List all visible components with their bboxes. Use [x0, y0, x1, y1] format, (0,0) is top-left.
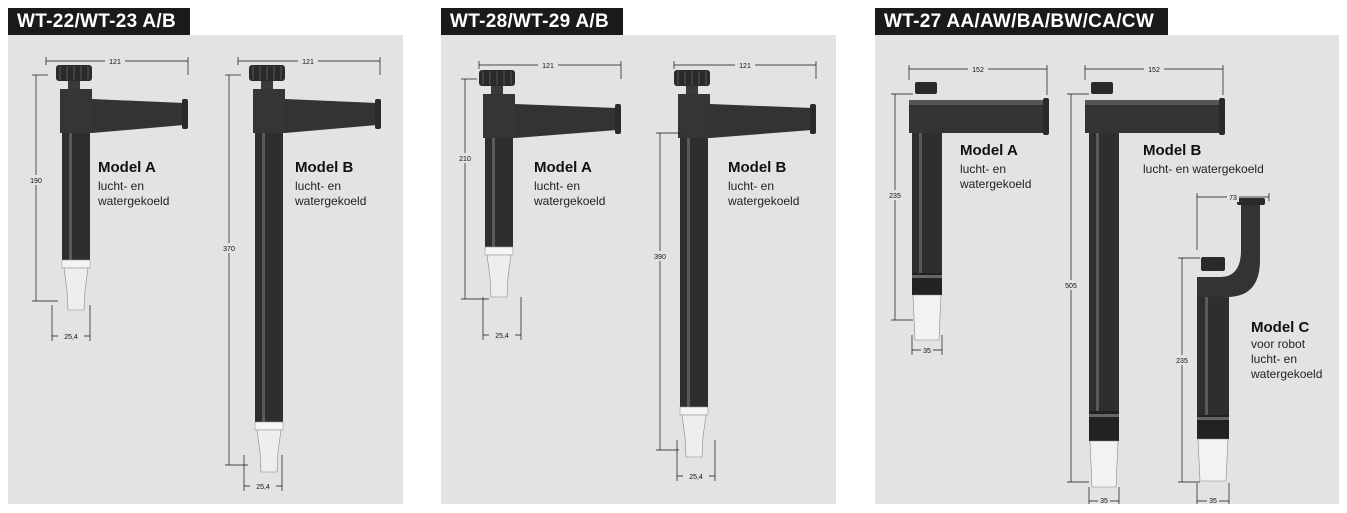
model-desc-line: watergekoeld [97, 194, 169, 208]
dimension-height-c: 235 [1175, 257, 1200, 483]
dimension-height-b: 505 [1064, 93, 1089, 483]
dimension-width-b: 121 [237, 56, 381, 75]
model-name: Model B [1143, 142, 1201, 159]
model-desc-line: lucht- en watergekoeld [1143, 162, 1264, 176]
model-c-label: Model C voor robot lucht- en watergekoel… [1250, 319, 1322, 381]
dim-label: 35 [923, 348, 931, 355]
model-desc-line: watergekoeld [727, 194, 799, 208]
model-desc-line: watergekoeld [294, 194, 366, 208]
dimension-height-b: 370 [222, 74, 248, 466]
dim-label: 35 [1100, 498, 1108, 505]
dimension-dia-a: 25,4 [51, 305, 91, 341]
panel-title: WT-28/WT-29 A/B [441, 8, 623, 35]
model-desc-line: watergekoeld [533, 194, 605, 208]
panel-title: WT-22/WT-23 A/B [8, 8, 190, 35]
dimension-width-a: 152 [908, 64, 1048, 95]
model-desc-line: voor robot [1251, 337, 1306, 351]
model-desc-line: lucht- en [98, 179, 144, 193]
model-desc-line: lucht- en [960, 162, 1006, 176]
model-name: Model C [1251, 319, 1309, 336]
dimension-height-a: 210 [458, 78, 489, 300]
model-name: Model A [960, 142, 1018, 159]
model-name: Model B [728, 159, 786, 176]
torch-diagram: 121 210 25,4 121 390 25,4 Model A [458, 60, 817, 481]
dim-label: 121 [109, 59, 121, 66]
dim-label: 25,4 [689, 474, 703, 481]
model-desc-line: watergekoeld [959, 177, 1031, 191]
dim-label: 390 [654, 254, 666, 261]
dim-label: 210 [459, 156, 471, 163]
dim-label: 152 [1148, 67, 1160, 74]
torch-model-a [56, 65, 188, 311]
dimension-height-a: 190 [29, 74, 58, 302]
dim-label: 25,4 [256, 484, 270, 491]
dim-label: 121 [739, 63, 751, 70]
dimension-dia-c: 35 [1196, 483, 1230, 505]
model-a-label: Model A lucht- en watergekoeld [959, 142, 1031, 191]
model-desc-line: watergekoeld [1250, 367, 1322, 381]
dim-label: 505 [1065, 283, 1077, 290]
dim-label: 25,4 [64, 334, 78, 341]
model-name: Model A [534, 159, 592, 176]
dim-label: 121 [542, 63, 554, 70]
dimension-width-b: 152 [1084, 64, 1224, 95]
torch-model-a [479, 70, 621, 298]
model-b-label: Model B lucht- en watergekoeld [727, 159, 799, 208]
dim-label: 121 [302, 59, 314, 66]
model-b-label: Model B lucht- en watergekoeld [294, 159, 366, 208]
dimension-dia-b: 25,4 [676, 440, 716, 481]
dim-label: 370 [223, 246, 235, 253]
torch-model-b [674, 70, 816, 458]
torch-model-c [1197, 198, 1265, 482]
model-name: Model B [295, 159, 353, 176]
dimension-height-a: 235 [888, 93, 913, 321]
dimension-width-c: 73 [1196, 192, 1270, 250]
model-desc-line: lucht- en [534, 179, 580, 193]
torch-diagram: 152 235 35 152 505 35 [888, 64, 1322, 505]
torch-diagram: 121 190 25,4 121 370 25,4 Model A [29, 56, 381, 491]
model-a-label: Model A lucht- en watergekoeld [533, 159, 605, 208]
model-b-label: Model B lucht- en watergekoeld [1143, 142, 1264, 176]
model-desc-line: lucht- en [728, 179, 774, 193]
torch-model-b [249, 65, 381, 473]
dim-label: 190 [30, 178, 42, 185]
dimension-dia-a: 35 [911, 335, 943, 355]
dim-label: 73 [1229, 195, 1237, 202]
model-desc-line: lucht- en [1251, 352, 1297, 366]
model-desc-line: lucht- en [295, 179, 341, 193]
torch-model-b [1085, 82, 1225, 488]
dim-label: 35 [1209, 498, 1217, 505]
torch-model-a [909, 82, 1049, 341]
dim-label: 235 [889, 193, 901, 200]
panel-title: WT-27 AA/AW/BA/BW/CA/CW [875, 8, 1169, 35]
model-name: Model A [98, 159, 156, 176]
dim-label: 25,4 [495, 333, 509, 340]
dim-label: 235 [1176, 358, 1188, 365]
dimension-dia-a: 25,4 [482, 297, 522, 340]
dimension-width-a: 121 [45, 56, 189, 75]
dimension-dia-b: 35 [1088, 487, 1120, 505]
dim-label: 152 [972, 67, 984, 74]
dimension-width-a: 121 [478, 60, 622, 79]
dimension-dia-b: 25,4 [243, 455, 283, 491]
dimension-width-b: 121 [673, 60, 817, 79]
dimension-height-b: 390 [653, 132, 681, 451]
model-a-label: Model A lucht- en watergekoeld [97, 159, 169, 208]
